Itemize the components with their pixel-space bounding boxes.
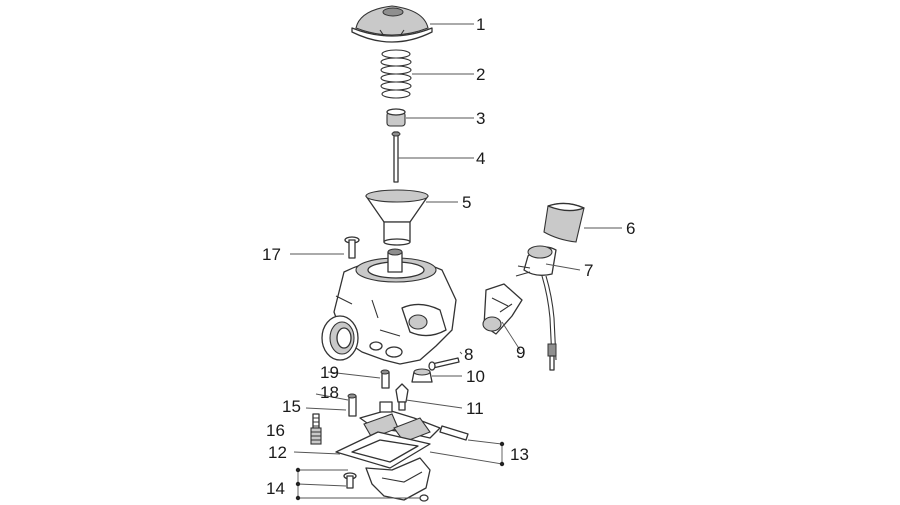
label-part-7: 7 xyxy=(584,261,593,280)
part-labels: 1 2 3 4 5 6 7 8 9 10 11 12 13 14 15 16 1… xyxy=(262,15,635,498)
part-10-nut xyxy=(411,368,433,383)
label-part-2: 2 xyxy=(476,65,485,84)
label-part-10: 10 xyxy=(466,367,485,386)
label-part-11: 11 xyxy=(466,399,484,418)
leader-dots xyxy=(295,441,505,501)
label-part-14: 14 xyxy=(266,479,285,498)
part-3-needle-retainer xyxy=(386,108,406,127)
part-4-jet-needle xyxy=(391,131,401,183)
part-13-float-pin xyxy=(439,425,469,441)
label-part-9: 9 xyxy=(516,343,525,362)
float-assembly xyxy=(359,401,441,443)
label-part-8: 8 xyxy=(464,345,473,364)
label-part-13: 13 xyxy=(510,445,529,464)
part-14-bowl-screw xyxy=(343,472,357,489)
label-part-3: 3 xyxy=(476,109,485,128)
label-part-4: 4 xyxy=(476,149,485,168)
label-part-15: 15 xyxy=(282,397,301,416)
part-11-float-needle xyxy=(395,383,409,411)
part-12-gasket xyxy=(335,431,431,469)
float-bowl xyxy=(365,457,431,502)
leader-lines xyxy=(290,23,622,499)
part-8-screw xyxy=(428,357,460,371)
part-7-auto-choke xyxy=(515,245,557,371)
part-1-top-cover xyxy=(351,5,433,43)
label-part-12: 12 xyxy=(268,443,287,462)
label-part-5: 5 xyxy=(462,193,471,212)
label-part-6: 6 xyxy=(626,219,635,238)
part-18-main-jet xyxy=(347,393,357,417)
part-2-spring xyxy=(380,49,412,99)
label-part-1: 1 xyxy=(476,15,485,34)
part-17-screw xyxy=(344,236,360,259)
label-part-19: 19 xyxy=(320,363,339,382)
label-part-18: 18 xyxy=(320,383,339,402)
part-16-idle-screw xyxy=(310,413,322,445)
part-5-piston-diaphragm xyxy=(365,189,429,246)
label-part-16: 16 xyxy=(266,421,285,440)
part-19-jet xyxy=(380,369,390,389)
part-6-choke-sleeve xyxy=(543,202,585,243)
label-part-17: 17 xyxy=(262,245,281,264)
part-9-choke-housing xyxy=(482,283,523,335)
carburetor-body xyxy=(321,248,457,365)
